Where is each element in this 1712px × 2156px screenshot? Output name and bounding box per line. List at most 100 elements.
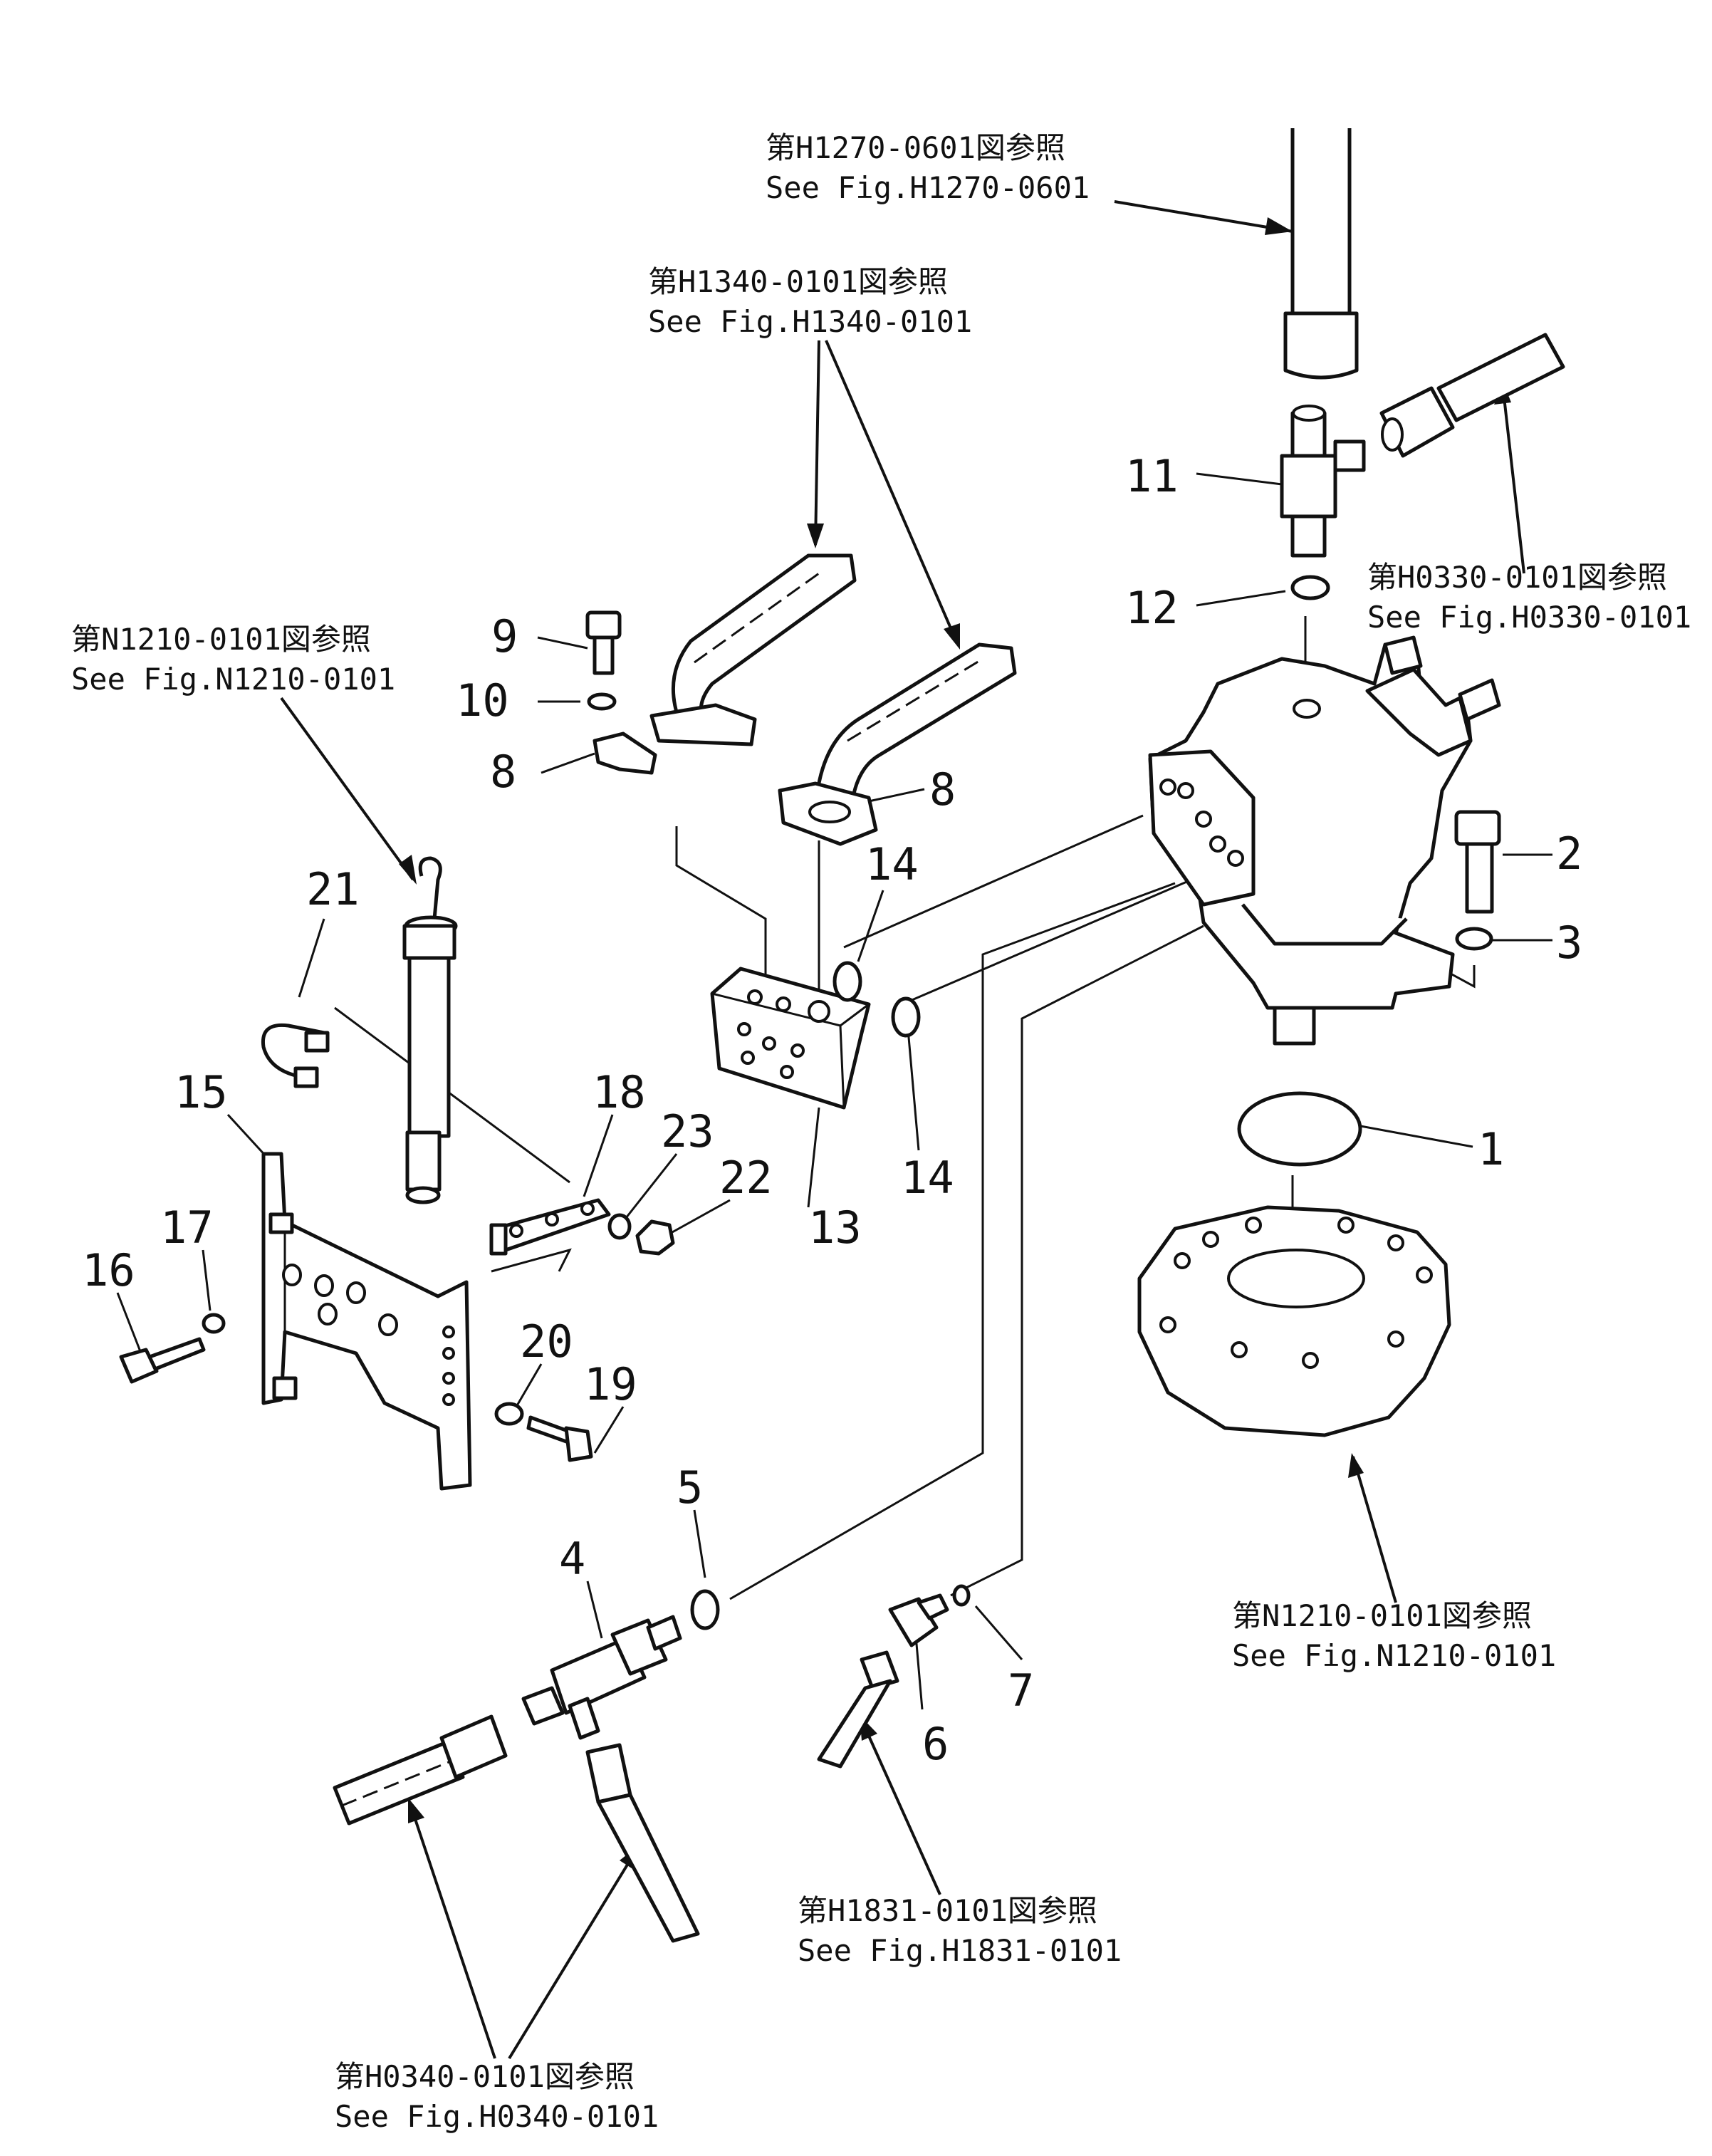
leader-16: [116, 1292, 144, 1358]
ref-h0340-jp: 第H0340-0101図参照: [335, 2059, 635, 2094]
part-8-split-flange: [593, 731, 657, 775]
part-18-stud: [489, 1223, 508, 1256]
assembly-line-upper-14: [843, 814, 1144, 949]
part-4-stem: [646, 1615, 682, 1651]
housing-body: [1137, 1205, 1451, 1437]
arrowhead-n1210-right: [1348, 1453, 1364, 1478]
housing-hole-10: [1387, 1330, 1404, 1348]
flange-hole-2: [1177, 782, 1194, 799]
part-21-foot: [405, 1186, 441, 1204]
part-6-stub: [917, 1593, 949, 1620]
callout-2: 2: [1556, 828, 1582, 880]
housing-hole-3: [1245, 1217, 1262, 1234]
callout-15: 15: [174, 1066, 228, 1118]
link-hole-2: [545, 1212, 559, 1227]
arrow-n1210-right: [1352, 1456, 1397, 1603]
bracket-hole-3: [346, 1281, 366, 1304]
part-7-o-ring: [952, 1584, 971, 1607]
housing-hole-2: [1202, 1231, 1219, 1248]
arrow-h0330: [1501, 384, 1525, 574]
callout-5: 5: [677, 1462, 703, 1514]
pipe-h0340-right-body: [596, 1793, 700, 1943]
part-19-bolt: [526, 1415, 593, 1462]
flange-hole-5: [1227, 850, 1244, 867]
housing-hole-6: [1416, 1266, 1433, 1283]
ref-n1210-left-jp: 第N1210-0101図参照: [71, 622, 371, 657]
ref-n1210-right-en: See Fig.N1210-0101: [1232, 1638, 1556, 1673]
ref-h0340: 第H0340-0101図参照 See Fig.H0340-0101: [335, 2059, 659, 2134]
ref-h1340-jp: 第H1340-0101図参照: [648, 264, 948, 299]
callout-leaders: [116, 472, 1552, 1710]
pipe-h1270-nut: [1283, 311, 1359, 380]
part-15-body: [261, 1152, 472, 1491]
part-11-port: [1292, 405, 1326, 422]
arrowhead-h0340-a: [408, 1798, 424, 1823]
part-2-head: [1454, 810, 1501, 846]
leader-9: [537, 636, 588, 650]
swivel-joint-skirt: [1241, 903, 1408, 946]
pipe-h1340-left-body: [671, 553, 857, 725]
pipe-h1270: [1283, 128, 1359, 380]
assembly-line-lower-14: [893, 864, 1226, 1009]
assembly-line-5: [729, 882, 1176, 1600]
part-11-hex: [1280, 454, 1337, 519]
pipe-h1340-left: [649, 553, 857, 746]
callout-21: 21: [306, 863, 360, 915]
housing-hole-7: [1159, 1316, 1176, 1333]
callout-17: 17: [160, 1202, 214, 1254]
arrow-h1340-b: [825, 340, 959, 645]
u-bolt-thread-b: [293, 1066, 319, 1088]
part-23-washer: [607, 1213, 632, 1240]
callout-6: 6: [922, 1718, 949, 1770]
pipe-h0340-right: [585, 1743, 700, 1943]
leader-20: [515, 1363, 543, 1407]
arrowhead-h1270: [1265, 217, 1293, 235]
callout-12: 12: [1125, 582, 1179, 634]
block-hole-5: [762, 1036, 776, 1051]
pipe-h0330: [1379, 333, 1565, 458]
ref-h1340-en: See Fig.H1340-0101: [648, 304, 972, 339]
assembly-line-block-left: [675, 826, 767, 994]
arrowhead-n1210-left: [399, 855, 417, 885]
part-14-o-ring-lower: [891, 996, 921, 1038]
leader-14a: [857, 890, 884, 962]
flange-hole-4: [1209, 835, 1226, 853]
part-21-rod: [405, 1130, 442, 1192]
bracket-hole-6: [442, 1326, 455, 1338]
bracket-hole-8: [442, 1372, 455, 1385]
part-14-o-ring-upper: [832, 961, 862, 1002]
part-19-head: [564, 1426, 593, 1462]
block-hole-2: [776, 996, 791, 1012]
callout-19: 19: [584, 1358, 637, 1410]
callout-4: 4: [559, 1533, 585, 1585]
part-13-block: [710, 967, 871, 1110]
leader-arrows: [280, 200, 1525, 2060]
assembly-line-18: [491, 1248, 572, 1273]
part-9-head: [585, 610, 622, 640]
part-1-o-ring: [1237, 1091, 1362, 1167]
pipe-h0340-left-nut: [439, 1714, 508, 1779]
ref-h1270-jp: 第H1270-0601図参照: [766, 130, 1065, 165]
ref-n1210-left-en: See Fig.N1210-0101: [71, 662, 395, 697]
leader-8a: [868, 788, 925, 803]
callout-11: 11: [1125, 450, 1179, 502]
callout-numbers: 1 2 3 4 5 6 7 8 8 9 10 11 12 13 14 14 15…: [82, 450, 1582, 1770]
block-hole-4: [737, 1022, 751, 1036]
ref-h1831-en: See Fig.H1831-0101: [798, 1933, 1122, 1968]
clamp-bore: [808, 801, 851, 823]
housing-hole-5: [1387, 1234, 1404, 1251]
bracket-hole-5: [378, 1313, 398, 1336]
swivel-joint-body: [1148, 642, 1473, 1010]
bracket-nut-top: [268, 1212, 294, 1234]
part-10-washer: [587, 692, 617, 711]
part-9-shank: [593, 635, 615, 675]
part-4-left-end: [521, 1686, 565, 1726]
assembly-line-21: [334, 1006, 570, 1184]
u-bolt: [261, 1023, 330, 1088]
pipe-h1340-right-dash: [847, 657, 983, 742]
pipe-h1340-right-body: [813, 642, 1017, 814]
part-4-down-stub: [568, 1697, 600, 1740]
arrow-h1340-a: [814, 340, 820, 546]
arrow-h0340-a: [408, 1801, 496, 2059]
bracket-hole-7: [442, 1347, 455, 1360]
